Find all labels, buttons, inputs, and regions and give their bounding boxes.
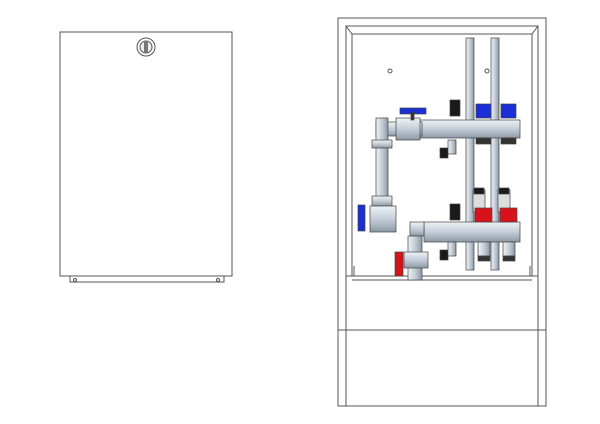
mounting-hole bbox=[484, 68, 490, 74]
screw-icon bbox=[216, 278, 220, 282]
mounting-rail bbox=[490, 37, 500, 271]
air-vent bbox=[449, 203, 461, 221]
return-manifold bbox=[423, 221, 521, 243]
air-vent bbox=[449, 99, 461, 117]
supply-cap-blue bbox=[500, 103, 517, 119]
manifold-assembly bbox=[357, 37, 521, 281]
supply-cap-blue bbox=[475, 103, 492, 119]
supply-manifold bbox=[419, 119, 521, 139]
drain-valve bbox=[439, 249, 449, 261]
mounting-hole bbox=[387, 68, 393, 74]
cabinet-door bbox=[59, 31, 233, 277]
door-bottom-strip bbox=[69, 275, 225, 283]
return-cap-red bbox=[499, 207, 518, 223]
ball-valve-handle-blue bbox=[357, 204, 366, 232]
ball-valve-handle-red bbox=[394, 251, 404, 277]
drain-valve bbox=[439, 147, 449, 159]
screw-icon bbox=[73, 278, 77, 282]
door-lock-icon bbox=[136, 37, 156, 57]
return-cap-red bbox=[474, 207, 493, 223]
mounting-rail bbox=[465, 37, 475, 271]
closed-cabinet bbox=[59, 31, 233, 283]
open-cabinet bbox=[337, 17, 547, 407]
